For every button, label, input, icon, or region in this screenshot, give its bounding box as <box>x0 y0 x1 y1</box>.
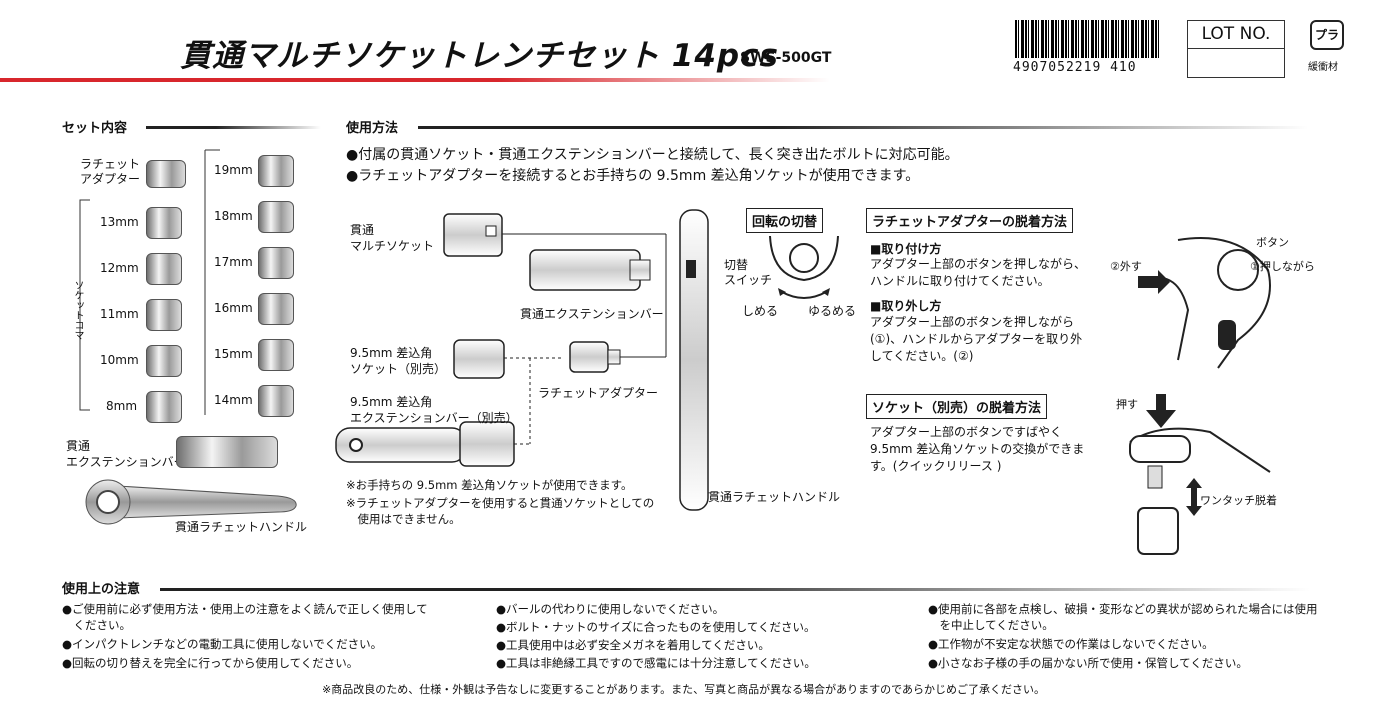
usage-heading-rule <box>418 126 1308 129</box>
attach-text: アダプター上部のボタンを押しながら、 ハンドルに取り付けてください。 <box>870 257 1087 288</box>
ext-bar-label: 貫通エクステンションバー <box>520 307 664 321</box>
socket-image <box>258 293 294 325</box>
socket-size: 11mm <box>100 307 139 321</box>
socket-size: 14mm <box>214 393 253 407</box>
socket-size: 13mm <box>100 215 139 229</box>
usage-line-2: ●ラチェットアダプターを接続するとお手持ちの 9.5mm 差込角ソケットが使用で… <box>346 168 920 184</box>
recycle-caption: 緩衝材 <box>1308 62 1338 73</box>
socket-group-label: ソケットコマ <box>72 280 83 340</box>
caution-item: ●工作物が不安定な状態での作業はしないでください。 <box>928 637 1214 651</box>
cautions-col-2: ●バールの代わりに使用しないでください。 ●ボルト・ナットのサイズに合ったものを… <box>496 601 816 671</box>
cautions-heading-rule <box>160 588 1310 591</box>
adapter-label: ラチェットアダプター <box>538 386 659 400</box>
socket-image <box>146 299 182 331</box>
caution-item: ●ご使用前に必ず使用方法・使用上の注意をよく読んで正しく使用して ください。 <box>62 602 428 632</box>
socket-size: 19mm <box>214 163 253 177</box>
size-bracket <box>79 149 220 415</box>
ratchet-adapter-image <box>146 160 186 188</box>
contents-heading-rule <box>146 126 321 129</box>
button-callout: ボタン <box>1256 236 1289 249</box>
rotation-heading: 回転の切替 <box>746 208 824 233</box>
one-touch-callout: ワンタッチ脱着 <box>1200 494 1277 507</box>
multi-socket-label: 貫通 マルチソケット <box>350 223 435 253</box>
socket-size: 10mm <box>100 353 139 367</box>
socket-image <box>258 201 294 233</box>
remove-text: アダプター上部のボタンを押しながら (①)、ハンドルからアダプターを取り外 して… <box>870 315 1083 363</box>
barcode-number: 4907052219 410 <box>1013 60 1137 75</box>
socket-image <box>146 253 182 285</box>
usage-diagram <box>335 209 709 511</box>
socket-image <box>258 385 294 417</box>
remove-title: ■取り外し方 <box>870 299 942 313</box>
extension-image <box>176 436 278 468</box>
socket-size: 15mm <box>214 347 253 361</box>
socket-size: 18mm <box>214 209 253 223</box>
socket-image <box>146 391 182 423</box>
loosen-label: ゆるめる <box>808 304 857 318</box>
usage-line-1: ●付属の貫通ソケット・貫通エクステンションバーと接続して、長く突き出たボルトに対… <box>346 147 959 163</box>
usage-note-2: ※ラチェットアダプターを使用すると貫通ソケットとしての 使用はできません。 <box>346 496 655 526</box>
sq-socket-label: 9.5mm 差込角 ソケット（別売） <box>350 346 447 376</box>
attach-title: ■取り付け方 <box>870 242 942 256</box>
press-step-callout: ①押しながら <box>1250 260 1315 273</box>
remove-step-callout: ②外す <box>1110 260 1142 273</box>
socket-size: 8mm <box>106 399 138 413</box>
usage-heading: 使用方法 <box>346 121 399 136</box>
lot-label: LOT NO. <box>1188 21 1284 49</box>
caution-item: ●小さなお子様の手の届かない所で使用・保管してください。 <box>928 656 1248 670</box>
ratchet-head-icon <box>769 236 839 299</box>
socket-image <box>258 247 294 279</box>
contents-heading: セット内容 <box>62 121 128 136</box>
ratchet-adapter-label: ラチェット アダプター <box>80 157 141 186</box>
extension-label: 貫通 エクステンションバー <box>66 439 186 469</box>
sq-ext-label: 9.5mm 差込角 エクステンションバー（別売） <box>350 395 518 425</box>
socket-detach-text: アダプター上部のボタンですばやく 9.5mm 差込角ソケットの交換ができま す。… <box>870 425 1085 473</box>
cautions-col-1: ●ご使用前に必ず使用方法・使用上の注意をよく読んで正しく使用して ください。 ●… <box>62 601 428 671</box>
caution-item: ●工具使用中は必ず安全メガネを着用してください。 <box>496 638 770 652</box>
caution-item: ●回転の切り替えを完全に行ってから使用してください。 <box>62 656 359 670</box>
push-callout: 押す <box>1116 398 1138 411</box>
tighten-label: しめる <box>742 304 779 318</box>
socket-image <box>146 207 182 239</box>
socket-size: 16mm <box>214 301 253 315</box>
product-title: 貫通マルチソケットレンチセット 14pcs <box>180 38 779 74</box>
socket-size: 17mm <box>214 255 253 269</box>
handle-diagram-label: 貫通ラチェットハンドル <box>708 490 841 504</box>
lot-box: LOT NO. <box>1187 20 1285 78</box>
adapter-detach-illustration <box>1138 237 1271 369</box>
cautions-heading: 使用上の注意 <box>62 582 141 597</box>
footer-note: ※商品改良のため、仕様・外観は予告なしに変更することがあります。また、写真と商品… <box>322 683 1046 696</box>
caution-item: ●使用前に各部を点検し、破損・変形などの異状が認められた場合には使用 を中止して… <box>928 602 1318 632</box>
socket-image <box>258 339 294 371</box>
socket-size: 12mm <box>100 261 139 275</box>
caution-item: ●インパクトレンチなどの電動工具に使用しないでください。 <box>62 637 383 651</box>
barcode <box>1015 20 1161 58</box>
socket-detach-heading: ソケット（別売）の脱着方法 <box>866 394 1048 419</box>
usage-note-1: ※お手持ちの 9.5mm 差込角ソケットが使用できます。 <box>346 478 633 492</box>
model-number: SWS-500GT <box>740 50 832 66</box>
cautions-col-3: ●使用前に各部を点検し、破損・変形などの異状が認められた場合には使用 を中止して… <box>928 601 1318 671</box>
socket-image <box>258 155 294 187</box>
recycle-mark-text: プラ <box>1314 28 1339 42</box>
socket-image <box>146 345 182 377</box>
adapter-detach-heading: ラチェットアダプターの脱着方法 <box>866 208 1074 233</box>
caution-item: ●工具は非絶縁工具ですので感電には十分注意してください。 <box>496 656 816 670</box>
recycle-icon: プラ <box>1310 20 1344 50</box>
caution-item: ●ボルト・ナットのサイズに合ったものを使用してください。 <box>496 620 816 634</box>
switch-label: 切替 スイッチ <box>724 258 773 287</box>
handle-label: 貫通ラチェットハンドル <box>175 520 308 534</box>
ratchet-handle-image <box>85 479 297 525</box>
title-underline <box>0 78 830 82</box>
caution-item: ●バールの代わりに使用しないでください。 <box>496 602 725 616</box>
socket-detach-illustration <box>1129 394 1271 555</box>
